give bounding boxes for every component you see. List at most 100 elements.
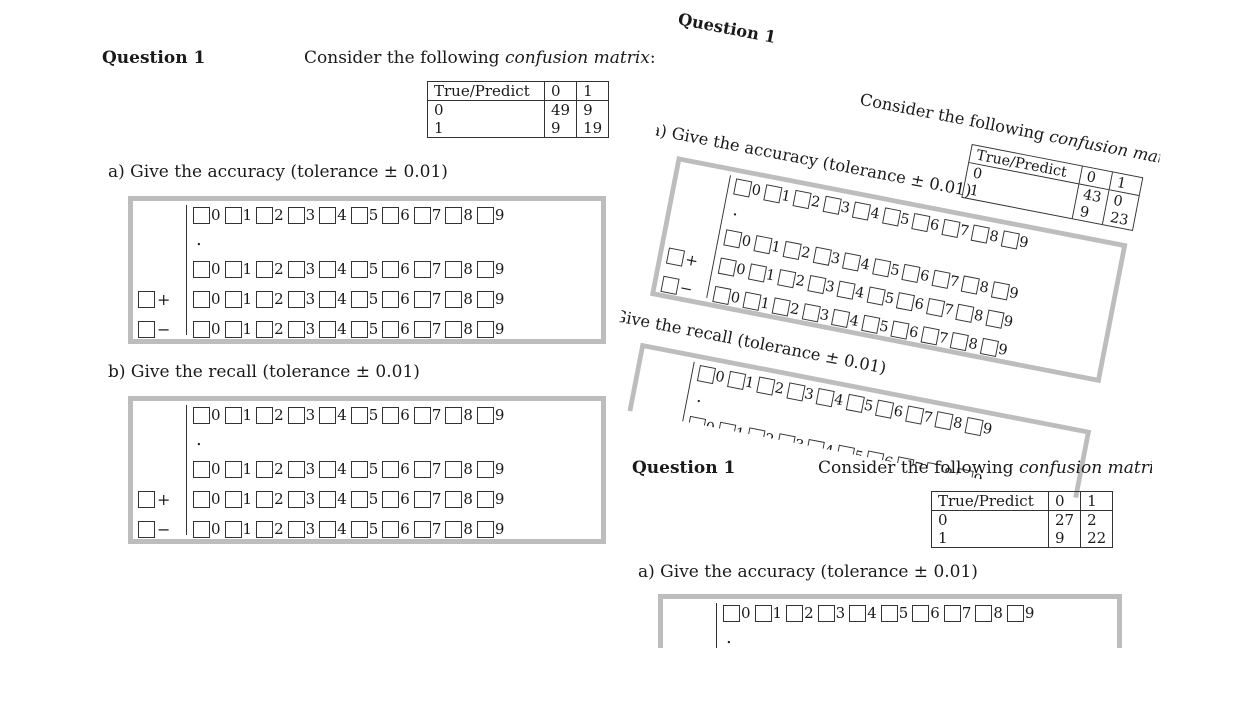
digit-option[interactable]: 6 bbox=[382, 520, 410, 538]
digit-option[interactable]: 7 bbox=[413, 406, 441, 424]
digit-checkbox[interactable] bbox=[782, 240, 802, 260]
digit-checkbox[interactable] bbox=[985, 309, 1005, 329]
digit-checkbox[interactable] bbox=[925, 297, 946, 317]
digit-option[interactable]: 3 bbox=[287, 206, 315, 224]
digit-checkbox[interactable] bbox=[287, 206, 305, 224]
digit-option[interactable]: 1 bbox=[224, 260, 252, 278]
digit-option[interactable]: 0 bbox=[193, 260, 221, 278]
sign-plus-option[interactable]: + bbox=[666, 246, 700, 271]
digit-option[interactable]: 4 bbox=[319, 206, 347, 224]
digit-option[interactable]: 1 bbox=[747, 262, 777, 284]
digit-option[interactable]: 0 bbox=[193, 490, 221, 508]
digit-checkbox[interactable] bbox=[193, 260, 210, 278]
digit-option[interactable]: 9 bbox=[1000, 229, 1030, 251]
digit-option[interactable]: 3 bbox=[287, 290, 315, 308]
digit-option[interactable]: 0 bbox=[193, 290, 221, 308]
digit-option[interactable]: 5 bbox=[871, 257, 901, 279]
digit-option[interactable]: 9 bbox=[979, 337, 1009, 359]
digit-option[interactable]: 5 bbox=[880, 604, 908, 622]
digit-checkbox[interactable] bbox=[476, 206, 494, 224]
digit-option[interactable]: 7 bbox=[920, 325, 950, 347]
sign-checkbox[interactable] bbox=[138, 520, 155, 538]
digit-checkbox[interactable] bbox=[319, 520, 337, 538]
digit-checkbox[interactable] bbox=[786, 604, 804, 622]
digit-option[interactable]: 4 bbox=[319, 290, 347, 308]
digit-option[interactable]: 4 bbox=[831, 308, 860, 330]
sign-checkbox[interactable] bbox=[138, 490, 155, 508]
digit-option[interactable]: 6 bbox=[382, 460, 410, 478]
digit-option[interactable]: 6 bbox=[911, 212, 941, 234]
digit-checkbox[interactable] bbox=[723, 604, 740, 622]
sign-checkbox[interactable] bbox=[138, 290, 155, 308]
digit-option[interactable]: 4 bbox=[852, 201, 881, 223]
digit-checkbox[interactable] bbox=[979, 337, 1000, 357]
digit-option[interactable]: 8 bbox=[955, 303, 985, 325]
digit-option[interactable]: 0 bbox=[717, 257, 747, 279]
digit-option[interactable]: 8 bbox=[445, 490, 473, 508]
digit-checkbox[interactable] bbox=[445, 260, 463, 278]
digit-checkbox[interactable] bbox=[193, 320, 210, 338]
digit-checkbox[interactable] bbox=[822, 195, 842, 215]
digit-option[interactable]: 8 bbox=[445, 290, 473, 308]
digit-checkbox[interactable] bbox=[950, 331, 970, 351]
digit-checkbox[interactable] bbox=[350, 520, 368, 538]
digit-checkbox[interactable] bbox=[224, 490, 242, 508]
digit-option[interactable]: 5 bbox=[350, 490, 378, 508]
digit-option[interactable]: 3 bbox=[287, 406, 315, 424]
digit-option[interactable]: 2 bbox=[256, 520, 284, 538]
digit-checkbox[interactable] bbox=[742, 291, 762, 311]
digit-option[interactable]: 3 bbox=[817, 604, 845, 622]
digit-option[interactable]: 4 bbox=[319, 460, 347, 478]
digit-option[interactable]: 6 bbox=[896, 291, 925, 313]
digit-checkbox[interactable] bbox=[224, 406, 242, 424]
digit-option[interactable]: 0 bbox=[712, 285, 742, 307]
digit-option[interactable]: 5 bbox=[861, 314, 890, 336]
digit-option[interactable]: 9 bbox=[476, 520, 504, 538]
digit-option[interactable]: 5 bbox=[350, 206, 378, 224]
digit-checkbox[interactable] bbox=[287, 320, 305, 338]
digit-checkbox[interactable] bbox=[842, 251, 862, 272]
digit-option[interactable]: 8 bbox=[445, 460, 473, 478]
digit-checkbox[interactable] bbox=[224, 520, 242, 538]
digit-option[interactable]: 2 bbox=[756, 376, 786, 398]
digit-checkbox[interactable] bbox=[319, 460, 337, 478]
digit-checkbox[interactable] bbox=[866, 285, 886, 306]
digit-checkbox[interactable] bbox=[476, 490, 494, 508]
digit-checkbox[interactable] bbox=[413, 490, 431, 508]
digit-option[interactable]: 2 bbox=[256, 406, 284, 424]
digit-checkbox[interactable] bbox=[287, 290, 305, 308]
digit-option[interactable]: 2 bbox=[256, 206, 284, 224]
sign-minus-option[interactable]: − bbox=[138, 319, 170, 339]
digit-option[interactable]: 9 bbox=[476, 320, 504, 338]
digit-checkbox[interactable] bbox=[890, 320, 910, 340]
digit-checkbox[interactable] bbox=[287, 406, 305, 424]
digit-option[interactable]: 9 bbox=[476, 260, 504, 278]
digit-option[interactable]: 4 bbox=[836, 280, 866, 302]
digit-checkbox[interactable] bbox=[350, 406, 368, 424]
digit-option[interactable]: 7 bbox=[931, 269, 961, 291]
digit-checkbox[interactable] bbox=[413, 290, 431, 308]
digit-option[interactable]: 7 bbox=[413, 320, 441, 338]
digit-option[interactable]: 6 bbox=[382, 320, 410, 338]
digit-option[interactable]: 8 bbox=[445, 520, 473, 538]
digit-checkbox[interactable] bbox=[382, 290, 400, 308]
digit-option[interactable]: 7 bbox=[413, 206, 441, 224]
digit-option[interactable]: 8 bbox=[961, 275, 990, 297]
digit-option[interactable]: 2 bbox=[786, 604, 814, 622]
digit-option[interactable]: 6 bbox=[382, 206, 410, 224]
digit-checkbox[interactable] bbox=[413, 260, 431, 278]
digit-checkbox[interactable] bbox=[350, 460, 368, 478]
digit-option[interactable]: 3 bbox=[801, 302, 831, 324]
digit-checkbox[interactable] bbox=[350, 320, 368, 338]
digit-option[interactable]: 3 bbox=[807, 274, 836, 296]
sign-plus-option[interactable]: + bbox=[138, 489, 170, 509]
digit-checkbox[interactable] bbox=[256, 206, 274, 224]
digit-option[interactable]: 5 bbox=[350, 290, 378, 308]
digit-option[interactable]: 9 bbox=[985, 309, 1015, 331]
digit-checkbox[interactable] bbox=[256, 406, 274, 424]
digit-checkbox[interactable] bbox=[445, 206, 463, 224]
digit-checkbox[interactable] bbox=[726, 370, 746, 390]
digit-option[interactable]: 5 bbox=[350, 406, 378, 424]
digit-checkbox[interactable] bbox=[193, 206, 210, 224]
digit-option[interactable]: 9 bbox=[990, 280, 1020, 302]
